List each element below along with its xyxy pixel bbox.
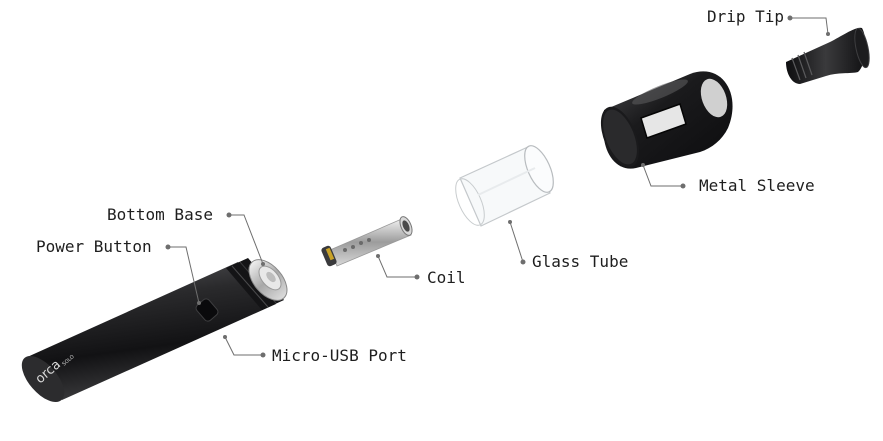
battery-body [21,258,284,403]
label-coil: Coil [427,268,466,287]
label-micro-usb-port: Micro-USB Port [272,346,407,365]
leader-coil [377,255,417,278]
leader-glass-tube [509,221,524,263]
label-glass-tube: Glass Tube [532,252,629,271]
leader-bottom-base [229,214,264,265]
label-power-button: Power Button [36,237,152,256]
coil [321,216,413,267]
leader-lines [168,17,829,356]
label-metal-sleeve: Metal Sleeve [699,176,815,195]
metal-sleeve [600,71,733,169]
leader-drip-tip [790,17,829,35]
leader-power-button [168,246,200,304]
leader-metal-sleeve [642,164,683,187]
glass-tube [455,145,554,227]
drip-tip [786,27,870,85]
leader-dots [165,15,830,358]
leader-micro-usb [224,336,263,356]
label-bottom-base: Bottom Base [107,205,213,224]
bottom-base [248,259,288,301]
label-drip-tip: Drip Tip [707,7,785,26]
